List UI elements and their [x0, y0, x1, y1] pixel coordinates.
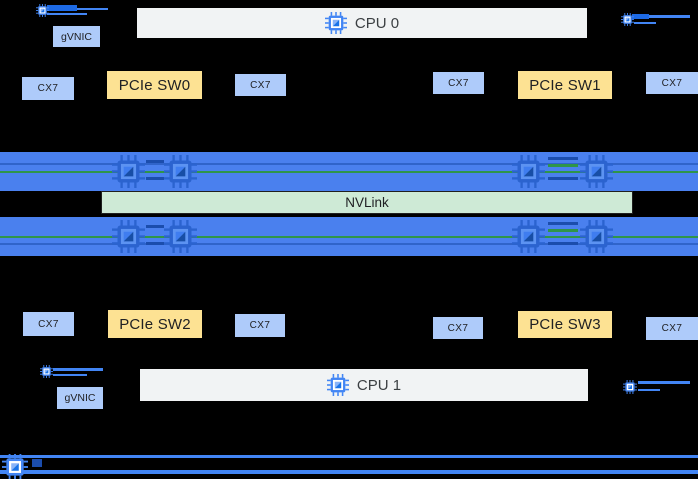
network-link-line: [47, 13, 87, 15]
nvlink-line: [0, 171, 698, 173]
pcie-link-line: [0, 163, 698, 165]
cx7-box: CX7: [433, 317, 483, 339]
cpu0-label: CPU 0: [354, 14, 400, 32]
cpu0-box: CPU 0: [137, 8, 587, 38]
pcie-link-line: [0, 243, 698, 245]
gpu-chip-icon: [164, 220, 197, 253]
gpu-band-top: [0, 152, 698, 191]
pcie-sw2-box: PCIe SW2: [108, 310, 202, 338]
gpu-chip-icon: [580, 220, 613, 253]
network-link-line: [53, 368, 103, 371]
link-bundle-bar: [146, 242, 164, 245]
network-trunk-line: [632, 14, 649, 19]
cx7-box: CX7: [23, 312, 74, 336]
cx7-box: CX7: [646, 317, 698, 340]
link-bundle-bar: [548, 157, 578, 160]
nvlink-line: [0, 236, 698, 238]
cx7-box: CX7: [22, 77, 74, 100]
network-link-line: [634, 22, 656, 24]
link-bundle-bar: [548, 164, 578, 167]
nic-chip-icon: [36, 4, 49, 17]
gpu-chip-icon: [512, 155, 545, 188]
cropped-band-line: [0, 455, 698, 458]
network-link-line: [53, 374, 87, 376]
cx7-box: CX7: [235, 74, 286, 96]
gpu-chip-icon: [580, 155, 613, 188]
pcie-sw3-box: PCIe SW3: [518, 311, 612, 338]
link-bundle-bar: [146, 225, 164, 228]
pcie-sw1-box: PCIe SW1: [518, 71, 612, 99]
link-bundle-bar: [146, 177, 164, 180]
nic-chip-icon: [623, 380, 637, 394]
cropped-link-bar: [32, 459, 42, 467]
gvnic-box-top: gVNIC: [53, 26, 100, 47]
gpu-chip-icon: [112, 155, 145, 188]
cx7-box: CX7: [433, 72, 484, 94]
pcie-sw0-box: PCIe SW0: [107, 71, 202, 99]
gpu-band-bottom: [0, 217, 698, 256]
cx7-box: CX7: [235, 314, 285, 337]
chip-icon-partial: [2, 454, 28, 479]
nic-chip-icon: [621, 13, 634, 26]
gvnic-box-bottom: gVNIC: [57, 387, 103, 409]
cpu1-box: CPU 1: [140, 369, 588, 401]
gpu-chip-icon: [164, 155, 197, 188]
network-link-line: [638, 381, 690, 384]
cropped-band-line: [0, 470, 698, 474]
link-bundle-bar: [548, 229, 578, 232]
gpu-chip-icon: [112, 220, 145, 253]
link-bundle-bar: [548, 177, 578, 180]
network-link-line: [638, 389, 660, 391]
link-bundle-bar: [548, 222, 578, 225]
network-link-line: [47, 8, 108, 10]
link-bundle-bar: [146, 160, 164, 163]
nvlink-bus: NVLink: [101, 191, 633, 214]
cpu-chip-icon: [327, 374, 349, 396]
network-link-line: [634, 15, 690, 18]
cpu1-label: CPU 1: [356, 376, 402, 394]
cx7-box: CX7: [646, 72, 698, 94]
link-bundle-bar: [548, 242, 578, 245]
gpu-chip-icon: [512, 220, 545, 253]
nic-chip-icon: [40, 365, 53, 378]
network-trunk-line: [47, 5, 77, 11]
cpu-chip-icon: [325, 12, 347, 34]
